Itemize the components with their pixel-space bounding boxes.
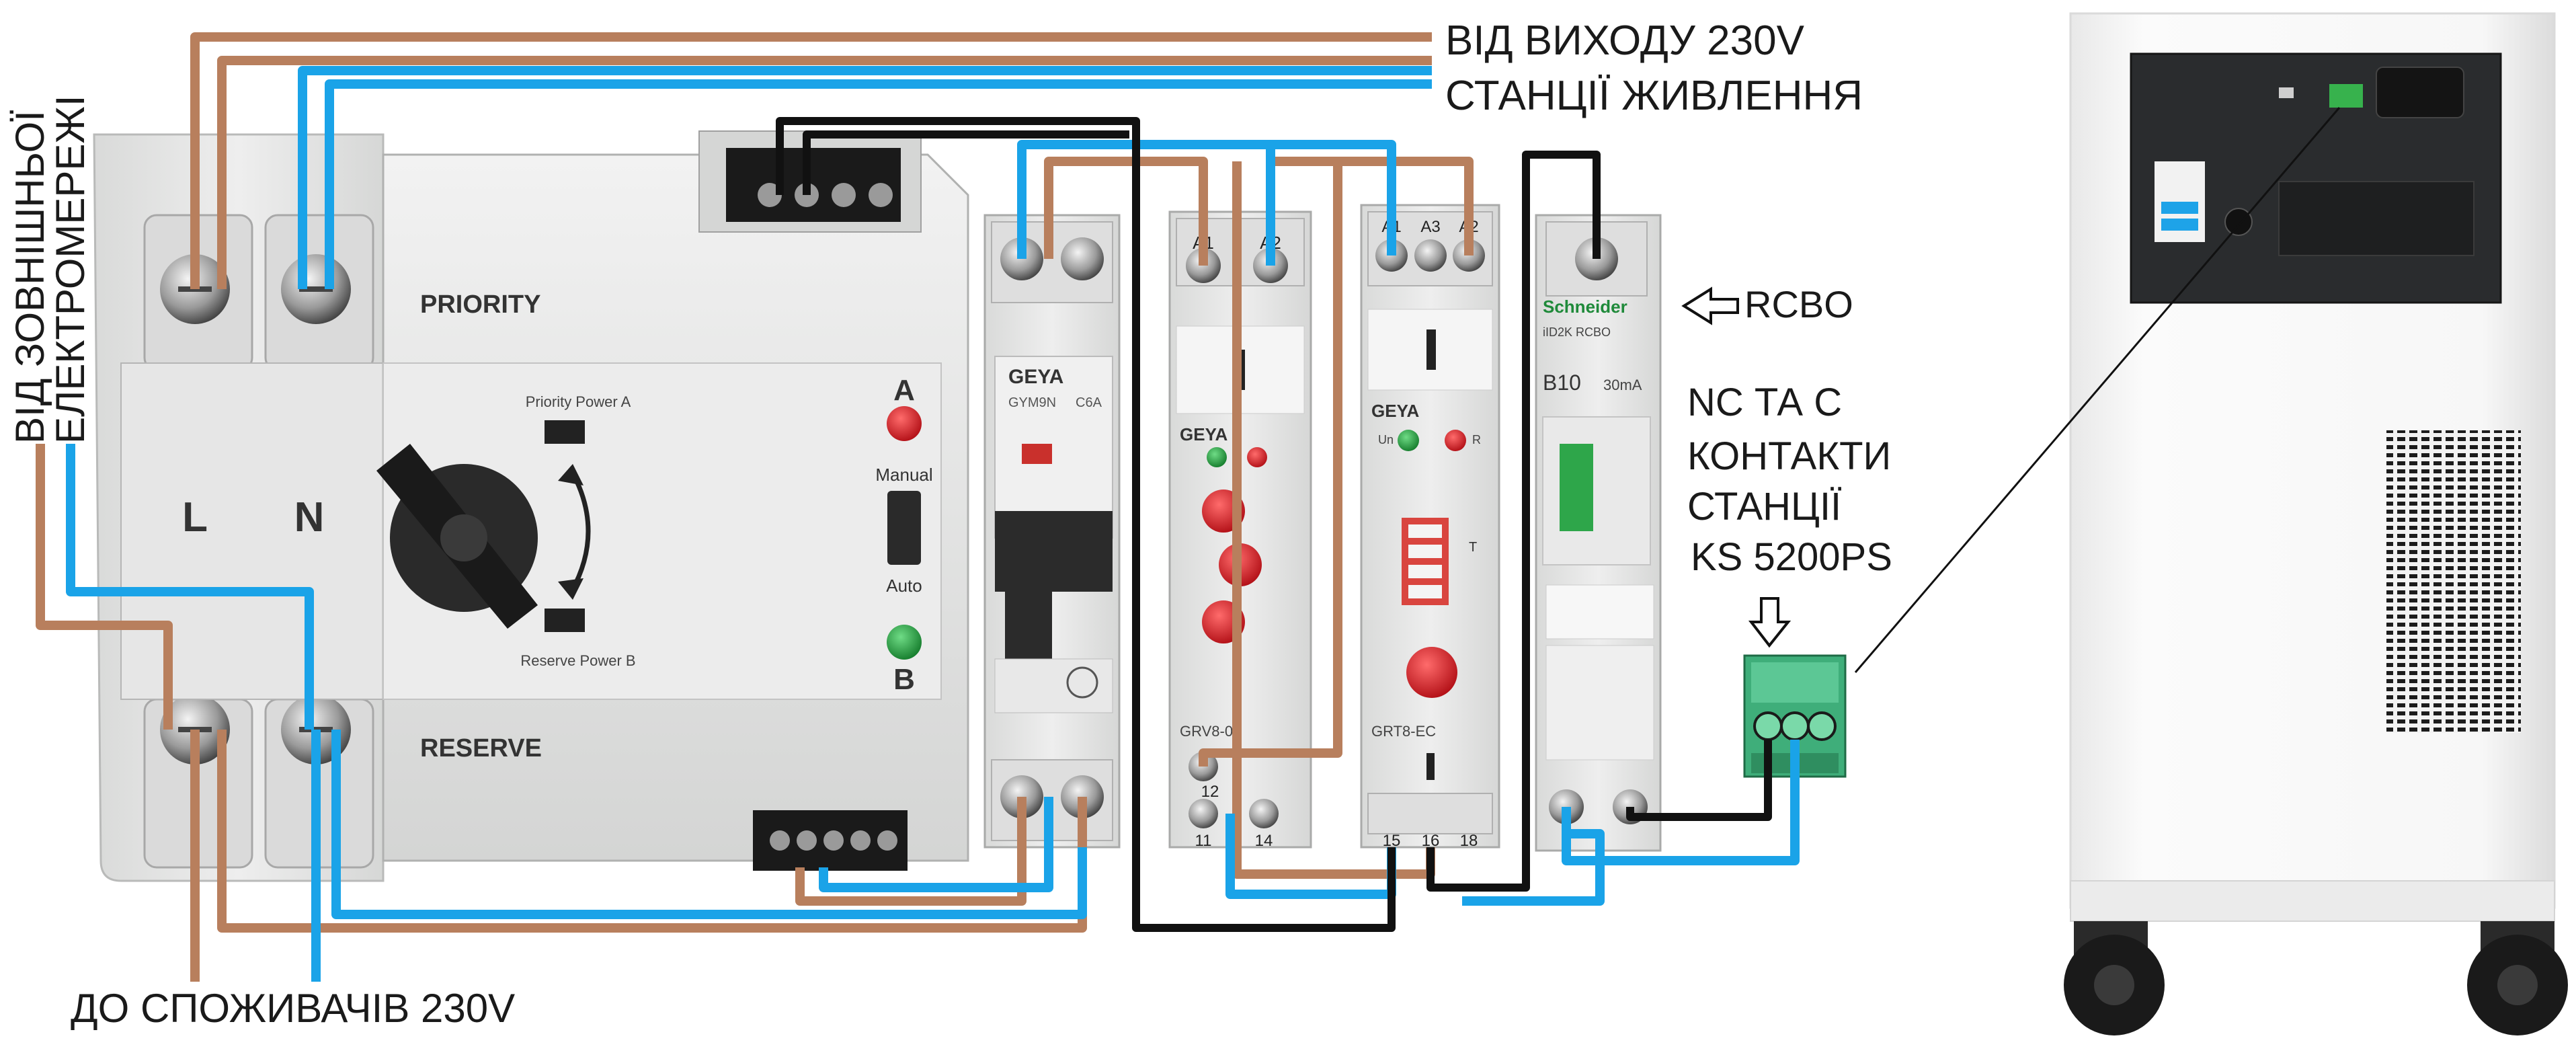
ats-manual-label: Manual: [875, 465, 932, 485]
rcbo-brand: Schneider: [1543, 297, 1627, 317]
arrow-left-outline-icon: [1681, 286, 1739, 325]
ats-led-a: [887, 406, 922, 441]
relay1-model: GRV8-03: [1180, 723, 1241, 740]
arrow-down-outline-icon: [1748, 597, 1792, 648]
rcbo-model: iID2K RCBO: [1543, 325, 1611, 339]
ats-reserve-label: RESERVE: [420, 734, 542, 762]
nc-contacts-label-line2: КОНТАКТИ: [1687, 434, 1892, 478]
ats-terminal-n: N: [294, 494, 325, 541]
relay2-r-label: R: [1472, 433, 1481, 446]
breaker-toggle[interactable]: [995, 511, 1113, 592]
relay2-terminal-16: 16: [1422, 832, 1440, 850]
grid-input-label-line1: ВІД ЗОВНІШНЬОЇ: [7, 110, 52, 444]
ats-mode-switch[interactable]: [887, 491, 921, 565]
nc-contacts-label-line3: СТАНЦІЇ: [1687, 485, 1842, 528]
relay2-brand: GEYA: [1371, 401, 1420, 421]
rcbo-label: RCBO: [1744, 283, 1853, 325]
relay1-terminal-12: 12: [1201, 783, 1219, 801]
relay2-on-label: Un: [1378, 433, 1394, 446]
blue-wires: [66, 66, 1800, 982]
rcbo-breaker: Schneider iID2K RCBO B10 30mA: [1535, 214, 1662, 852]
relay2-terminal-18: 18: [1460, 832, 1478, 850]
ats-indicator-b: B: [893, 663, 915, 696]
nc-contacts-label-line4: KS 5200PS: [1691, 535, 1892, 579]
relay2-knob[interactable]: [1406, 647, 1457, 698]
circuit-breaker: GEYA GYM9N C6A: [983, 214, 1121, 849]
relay2-terminal-15: 15: [1383, 832, 1401, 850]
relay1-terminal-14: 14: [1255, 832, 1273, 850]
station-vent-grille: [2386, 430, 2521, 733]
grid-input-label-line2: ЕЛЕКТРОМЕРЕЖІ: [48, 95, 93, 444]
relay1-terminal-11: 11: [1195, 832, 1212, 850]
breaker-rating: C6A: [1076, 395, 1102, 410]
relay2-model: GRT8-EC: [1371, 723, 1436, 740]
ats-priority-label: PRIORITY: [420, 290, 540, 319]
ats-priority-power-a: Priority Power A: [526, 393, 631, 410]
relay2-terminal-a3: A3: [1420, 218, 1440, 236]
ats-auto-label: Auto: [886, 576, 922, 596]
ats-terminal-l: L: [182, 494, 208, 541]
ats-reserve-power-b: Reserve Power B: [520, 652, 635, 669]
ats-led-b: [887, 625, 922, 660]
consumers-output-label: ДО СПОЖИВАЧІВ 230V: [71, 986, 516, 1031]
black-wires: [776, 117, 1772, 932]
ats-indicator-a: A: [893, 374, 915, 407]
source-output-label-line1: ВІД ВИХОДУ 230V: [1445, 17, 1804, 64]
nc-contacts-label-line1: NC ТА C: [1687, 381, 1843, 424]
rcbo-sensitivity: 30mA: [1603, 377, 1642, 393]
rotary-selector-icon[interactable]: [376, 444, 538, 629]
rcbo-rating: B10: [1543, 370, 1581, 395]
time-relay: A1 A3 A2 GEYA Un R T GRT8-EC 15 16 18: [1360, 204, 1500, 850]
dry-contact-terminal: [1743, 654, 1847, 778]
station-dry-contact-port[interactable]: [2329, 84, 2363, 108]
relay1-brand: GEYA: [1180, 424, 1228, 444]
breaker-brand: GEYA: [1008, 366, 1063, 388]
leader-line: [1854, 107, 2341, 673]
breaker-model: GYM9N: [1008, 395, 1056, 410]
rcbo-toggle[interactable]: [1560, 444, 1593, 531]
source-output-label-line2: СТАНЦІЇ ЖИВЛЕННЯ: [1445, 73, 1863, 119]
relay2-t-label: T: [1469, 540, 1477, 555]
power-station: [2064, 12, 2568, 1035]
